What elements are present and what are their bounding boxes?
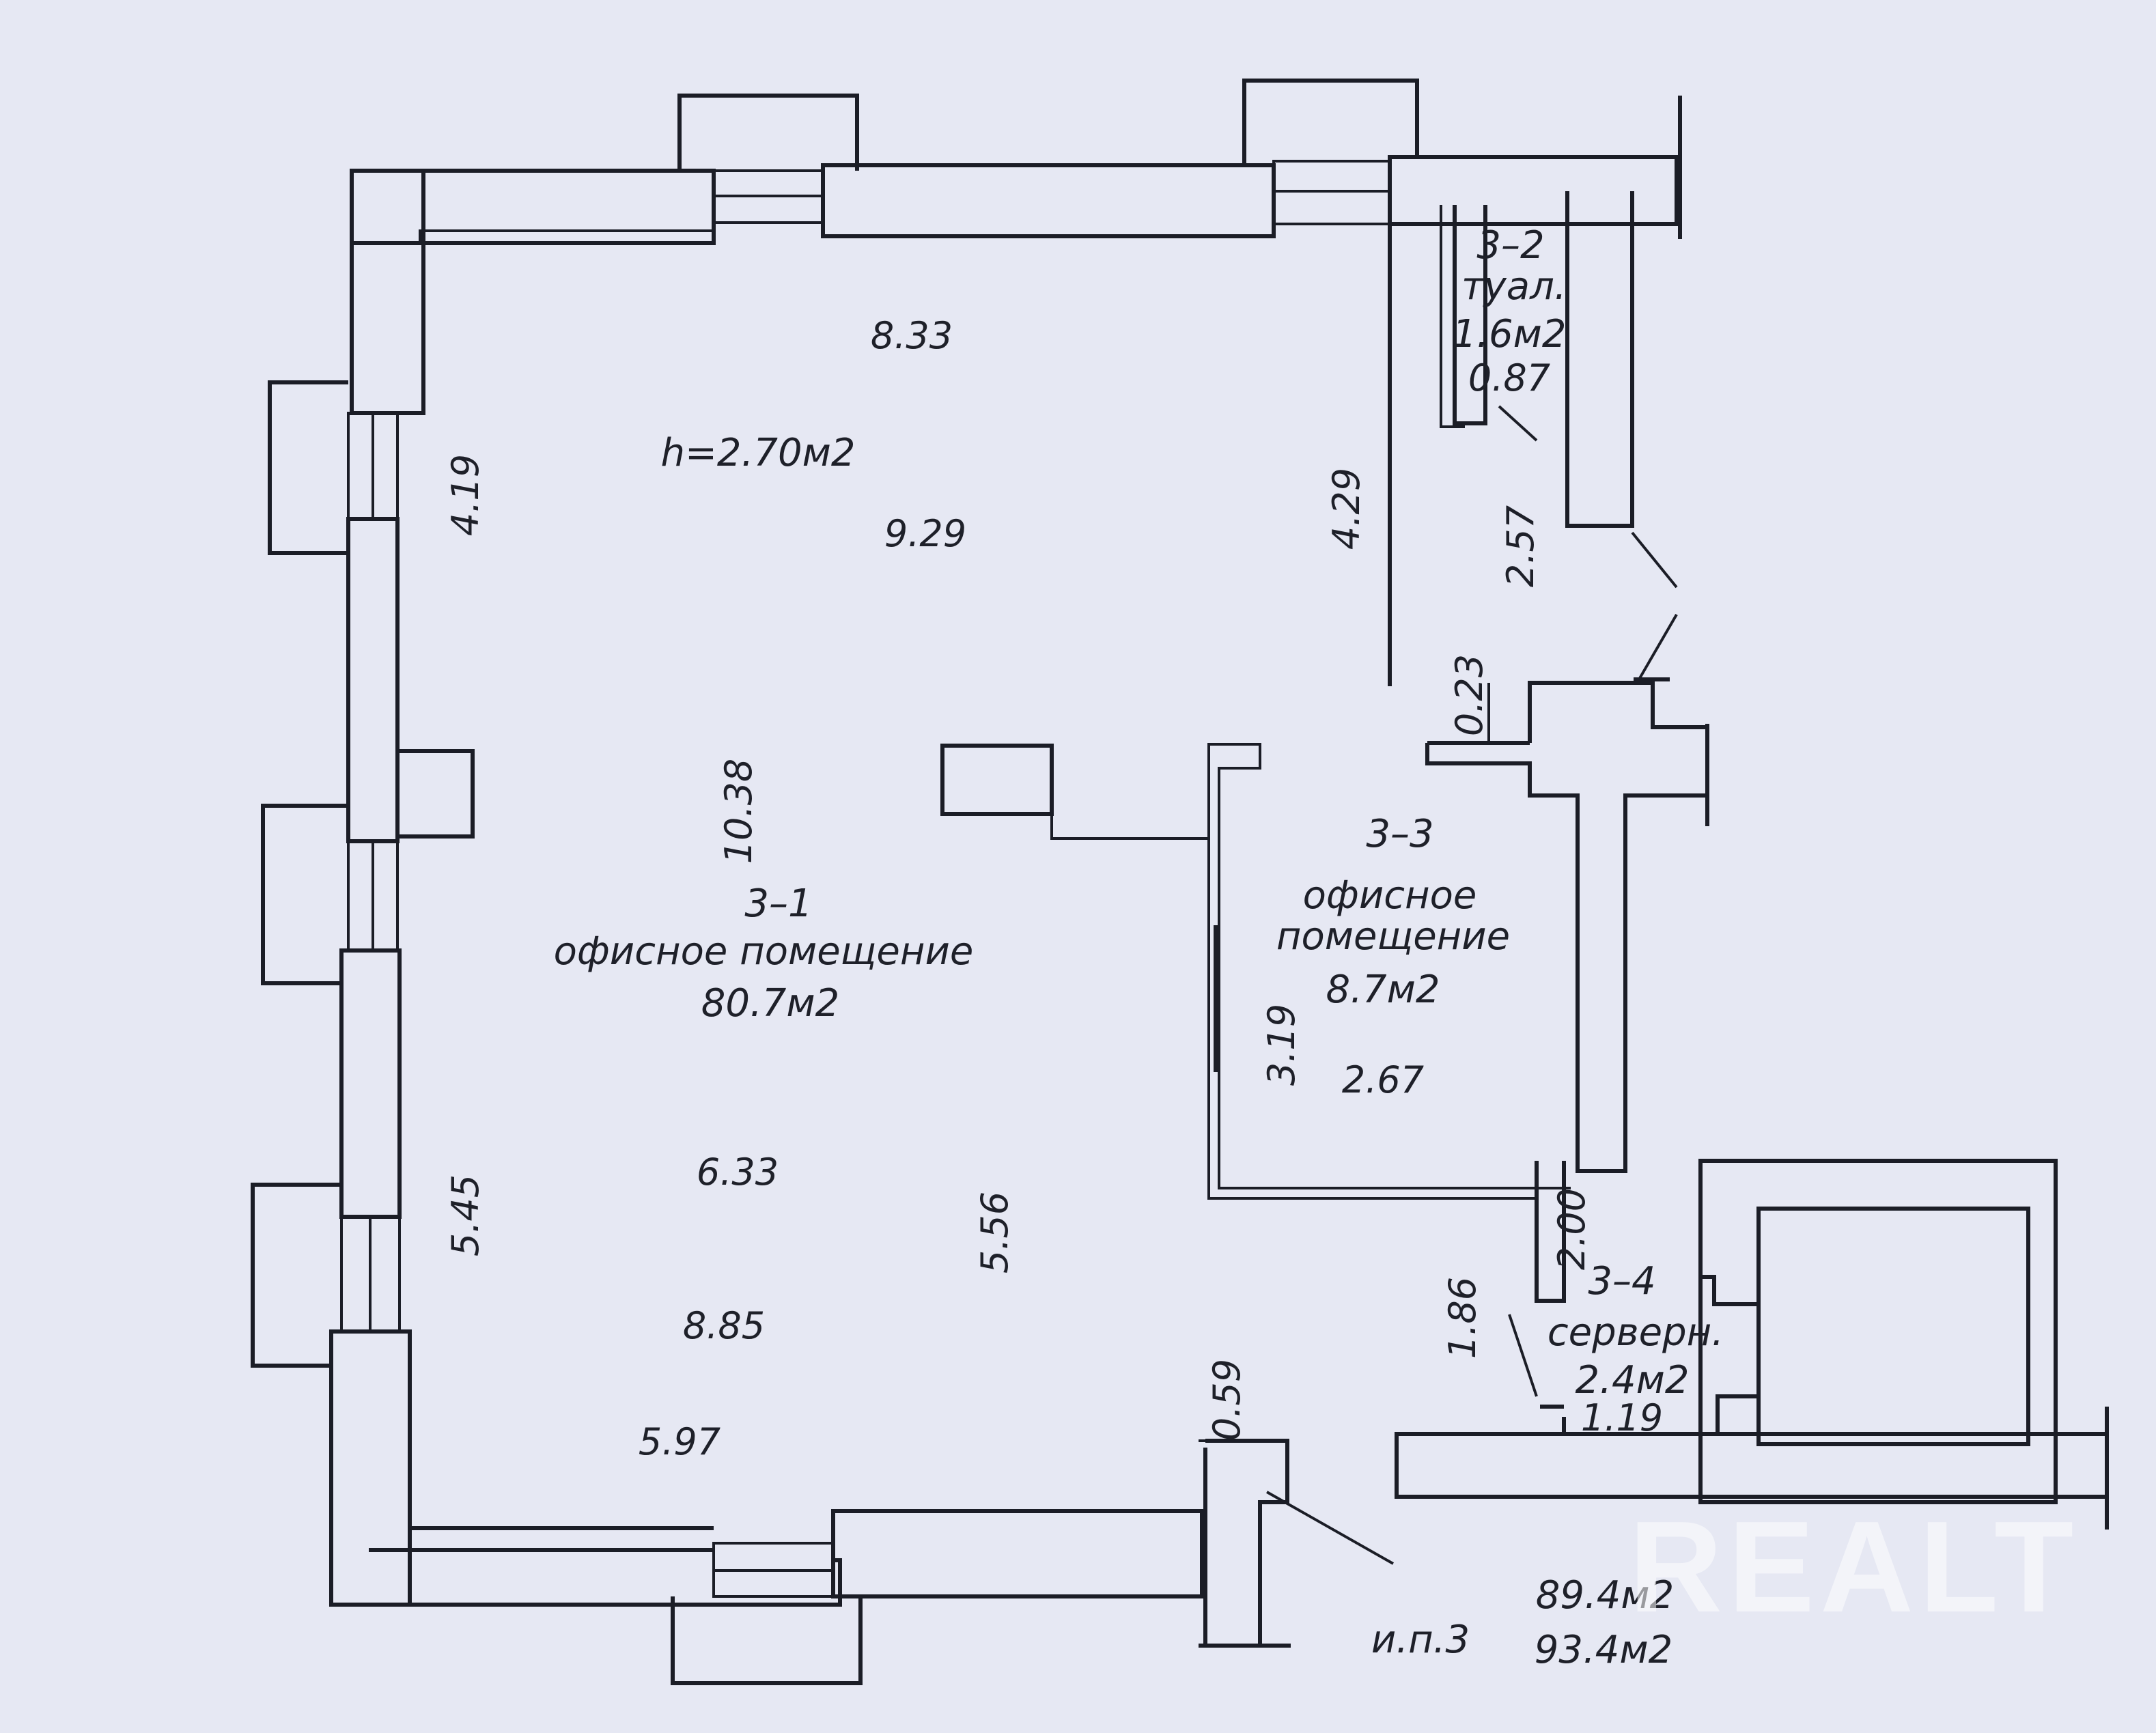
dim-left-middle: 10.38 [717, 759, 760, 864]
room-3-2-area: 1.6м2 [1453, 312, 1567, 356]
dim-inner-upper-right: 4.29 [1325, 468, 1368, 550]
room-3-3-name-1: офисное [1303, 873, 1477, 918]
room-3-4-area: 2.4м2 [1576, 1358, 1690, 1403]
dim-server-width: 1.19 [1581, 1396, 1663, 1439]
windows [251, 79, 1419, 1685]
dim-left-upper: 4.19 [444, 454, 487, 536]
dim-server-height-a: 2.00 [1550, 1188, 1593, 1270]
dim-bottom-width: 5.97 [639, 1420, 720, 1463]
room-3-2-name: туал. [1461, 264, 1567, 309]
dim-left-lower: 5.45 [444, 1174, 487, 1256]
watermark-logo: REALT [1629, 1495, 2079, 1639]
dim-corridor-right: 2.57 [1499, 505, 1542, 587]
room-3-3-area: 8.7м2 [1326, 968, 1440, 1012]
room-3-3-id: 3–3 [1366, 812, 1433, 856]
room-3-1-area: 80.7м2 [701, 981, 840, 1026]
room-3-4-name: серверн. [1548, 1310, 1724, 1355]
labels: 3–1 офисное помещение 80.7м2 3–2 туал. 1… [444, 223, 1724, 1672]
room-3-4-id: 3–4 [1588, 1259, 1655, 1304]
ceiling-height: h=2.70м2 [661, 431, 856, 475]
dim-bottom-stub: 0.59 [1205, 1359, 1248, 1441]
inner-partitions [395, 96, 2109, 1530]
dim-room31-width-top: 9.29 [884, 512, 966, 555]
dim-room33-height: 3.19 [1260, 1004, 1303, 1086]
dim-room31-lower-height: 5.56 [973, 1192, 1016, 1273]
total-area: 93.4м2 [1535, 1628, 1673, 1672]
room-3-1-id: 3–1 [744, 882, 812, 926]
total-living-area: 89.4м2 [1536, 1573, 1675, 1618]
dim-room31-mid-width: 6.33 [697, 1151, 779, 1194]
dim-top-wall: 8.33 [871, 314, 953, 357]
note-ip3: и.п.3 [1371, 1618, 1470, 1662]
room-3-1-name: офисное помещение [554, 929, 974, 974]
dim-partition-stub: 0.23 [1448, 654, 1491, 736]
dim-toilet-width: 0.87 [1468, 356, 1550, 399]
room-3-3-name-2: помещение [1276, 914, 1510, 959]
room-3-2-id: 3–2 [1476, 223, 1544, 268]
dim-room33-width: 2.67 [1342, 1058, 1424, 1101]
dim-server-height-b: 1.86 [1441, 1277, 1484, 1359]
dim-room31-lower-width: 8.85 [683, 1304, 765, 1347]
leader-lines [1199, 405, 1678, 1565]
